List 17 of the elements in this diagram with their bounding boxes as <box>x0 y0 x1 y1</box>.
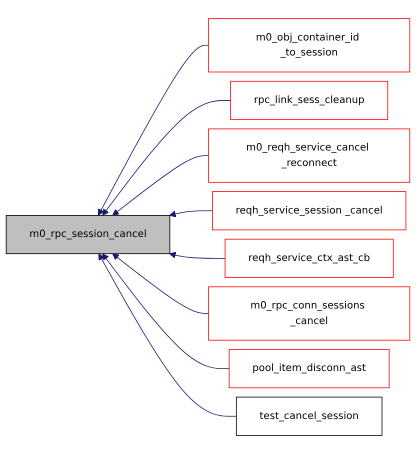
node-box: rpc_link_sess_cleanup <box>230 80 388 120</box>
node-box: m0_rpc_conn_sessions _cancel <box>208 286 410 341</box>
arrow <box>112 253 209 314</box>
node-box: test_cancel_session <box>236 396 382 436</box>
node-box: m0_rpc_session_cancel <box>6 215 170 254</box>
arrow <box>112 155 209 216</box>
node-box: reqh_service_ctx_ast_cb <box>224 238 394 278</box>
node-box: m0_reqh_service_cancel _reconnect <box>208 128 410 183</box>
arrow <box>98 44 209 216</box>
arrow <box>102 253 230 370</box>
node-box: reqh_service_session _cancel <box>212 191 406 230</box>
arrow <box>169 252 226 259</box>
arrow <box>169 210 213 218</box>
node-box: m0_obj_container_id _to_session <box>208 18 410 72</box>
arrow <box>102 100 231 216</box>
node-box: pool_item_disconn_ast <box>228 349 390 388</box>
arrow <box>98 253 237 417</box>
